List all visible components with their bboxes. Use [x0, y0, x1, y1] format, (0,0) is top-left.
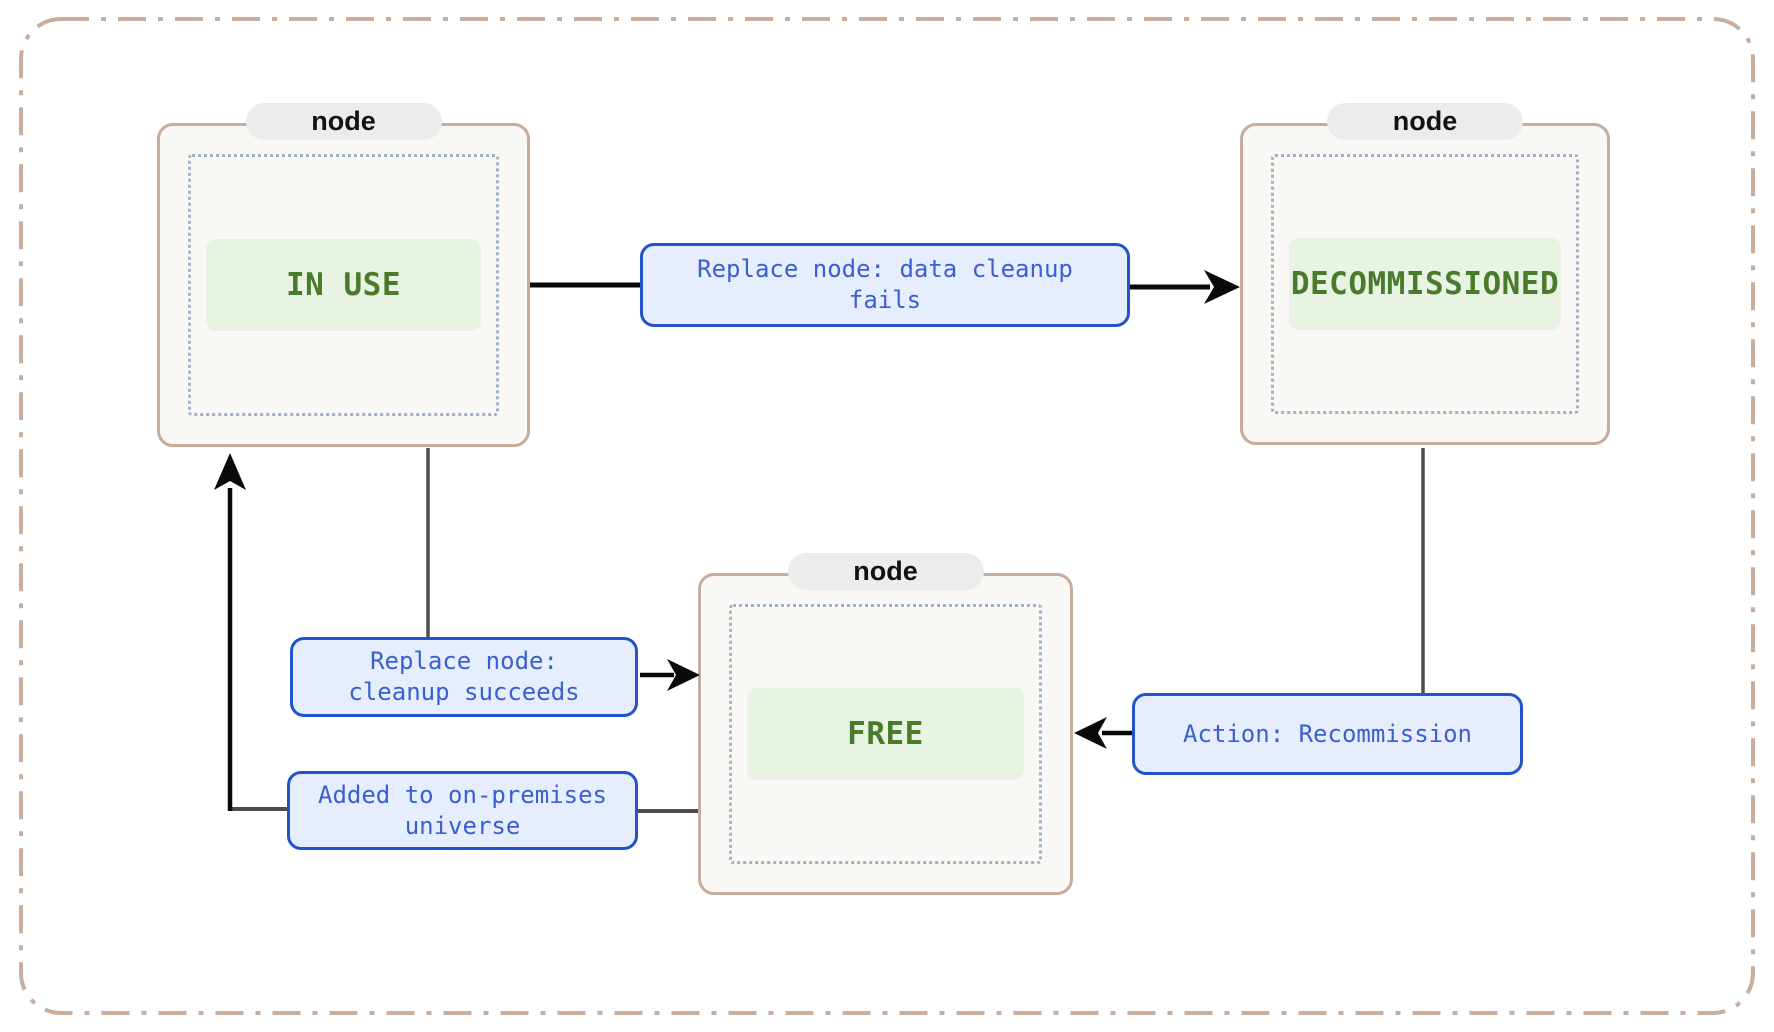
state-badge-decommissioned: DECOMMISSIONED: [1289, 238, 1561, 330]
edge-label-text: Action: Recommission: [1183, 719, 1472, 748]
node-tab-label: node: [311, 106, 376, 136]
edge-label-action-recommission: Action: Recommission: [1132, 693, 1523, 775]
edge-label-replace-node-data-cleanup-fails: Replace node: data cleanup fails: [640, 243, 1130, 327]
edge-free-to-inuse-connector: [214, 453, 698, 813]
state-label: IN USE: [286, 267, 401, 303]
state-label: FREE: [847, 716, 924, 752]
node-tab-label: node: [1392, 106, 1458, 136]
edge-label-replace-node-cleanup-succeeds: Replace node: cleanup succeeds: [290, 637, 638, 717]
node-inner-dotted-border: [188, 154, 499, 416]
edge-decommissioned-to-free-connector: [1074, 448, 1425, 749]
node-inner-dotted-border: [1271, 154, 1579, 414]
node-tab: node: [245, 103, 442, 140]
node-tab: node: [787, 553, 984, 590]
edge-label-text: Replace node: data cleanup: [697, 255, 1073, 283]
arrowhead-right-icon: [667, 659, 700, 691]
edge-label-text: universe: [404, 811, 521, 840]
state-badge-free: FREE: [747, 688, 1024, 780]
edge-label-added-to-on-premises-universe: Added to on-premises universe: [287, 771, 638, 850]
node-tab: node: [1327, 103, 1523, 140]
state-label: DECOMMISSIONED: [1290, 266, 1560, 302]
edge-label-text: Added to on-premises: [318, 780, 607, 809]
node-card-in-use: node IN USE: [157, 103, 530, 447]
arrowhead-right-icon: [1204, 270, 1240, 304]
node-card-free: node FREE: [698, 553, 1073, 895]
node-card-decommissioned: node DECOMMISSIONED: [1240, 103, 1610, 445]
edge-label-text: Replace node:: [370, 647, 558, 675]
arrowhead-up-icon: [214, 453, 246, 490]
edge-label-text: fails: [848, 286, 922, 314]
arrowhead-left-icon: [1074, 717, 1107, 749]
edge-label-text: cleanup succeeds: [348, 678, 580, 706]
edge-inuse-to-free-connector: [426, 448, 700, 691]
frame-border: [19, 17, 1755, 1015]
node-inner-dotted-border: [729, 604, 1042, 864]
edge-inuse-to-decommissioned-connector: [530, 270, 1240, 304]
node-tab-label: node: [853, 556, 918, 586]
state-badge-in-use: IN USE: [206, 239, 481, 331]
